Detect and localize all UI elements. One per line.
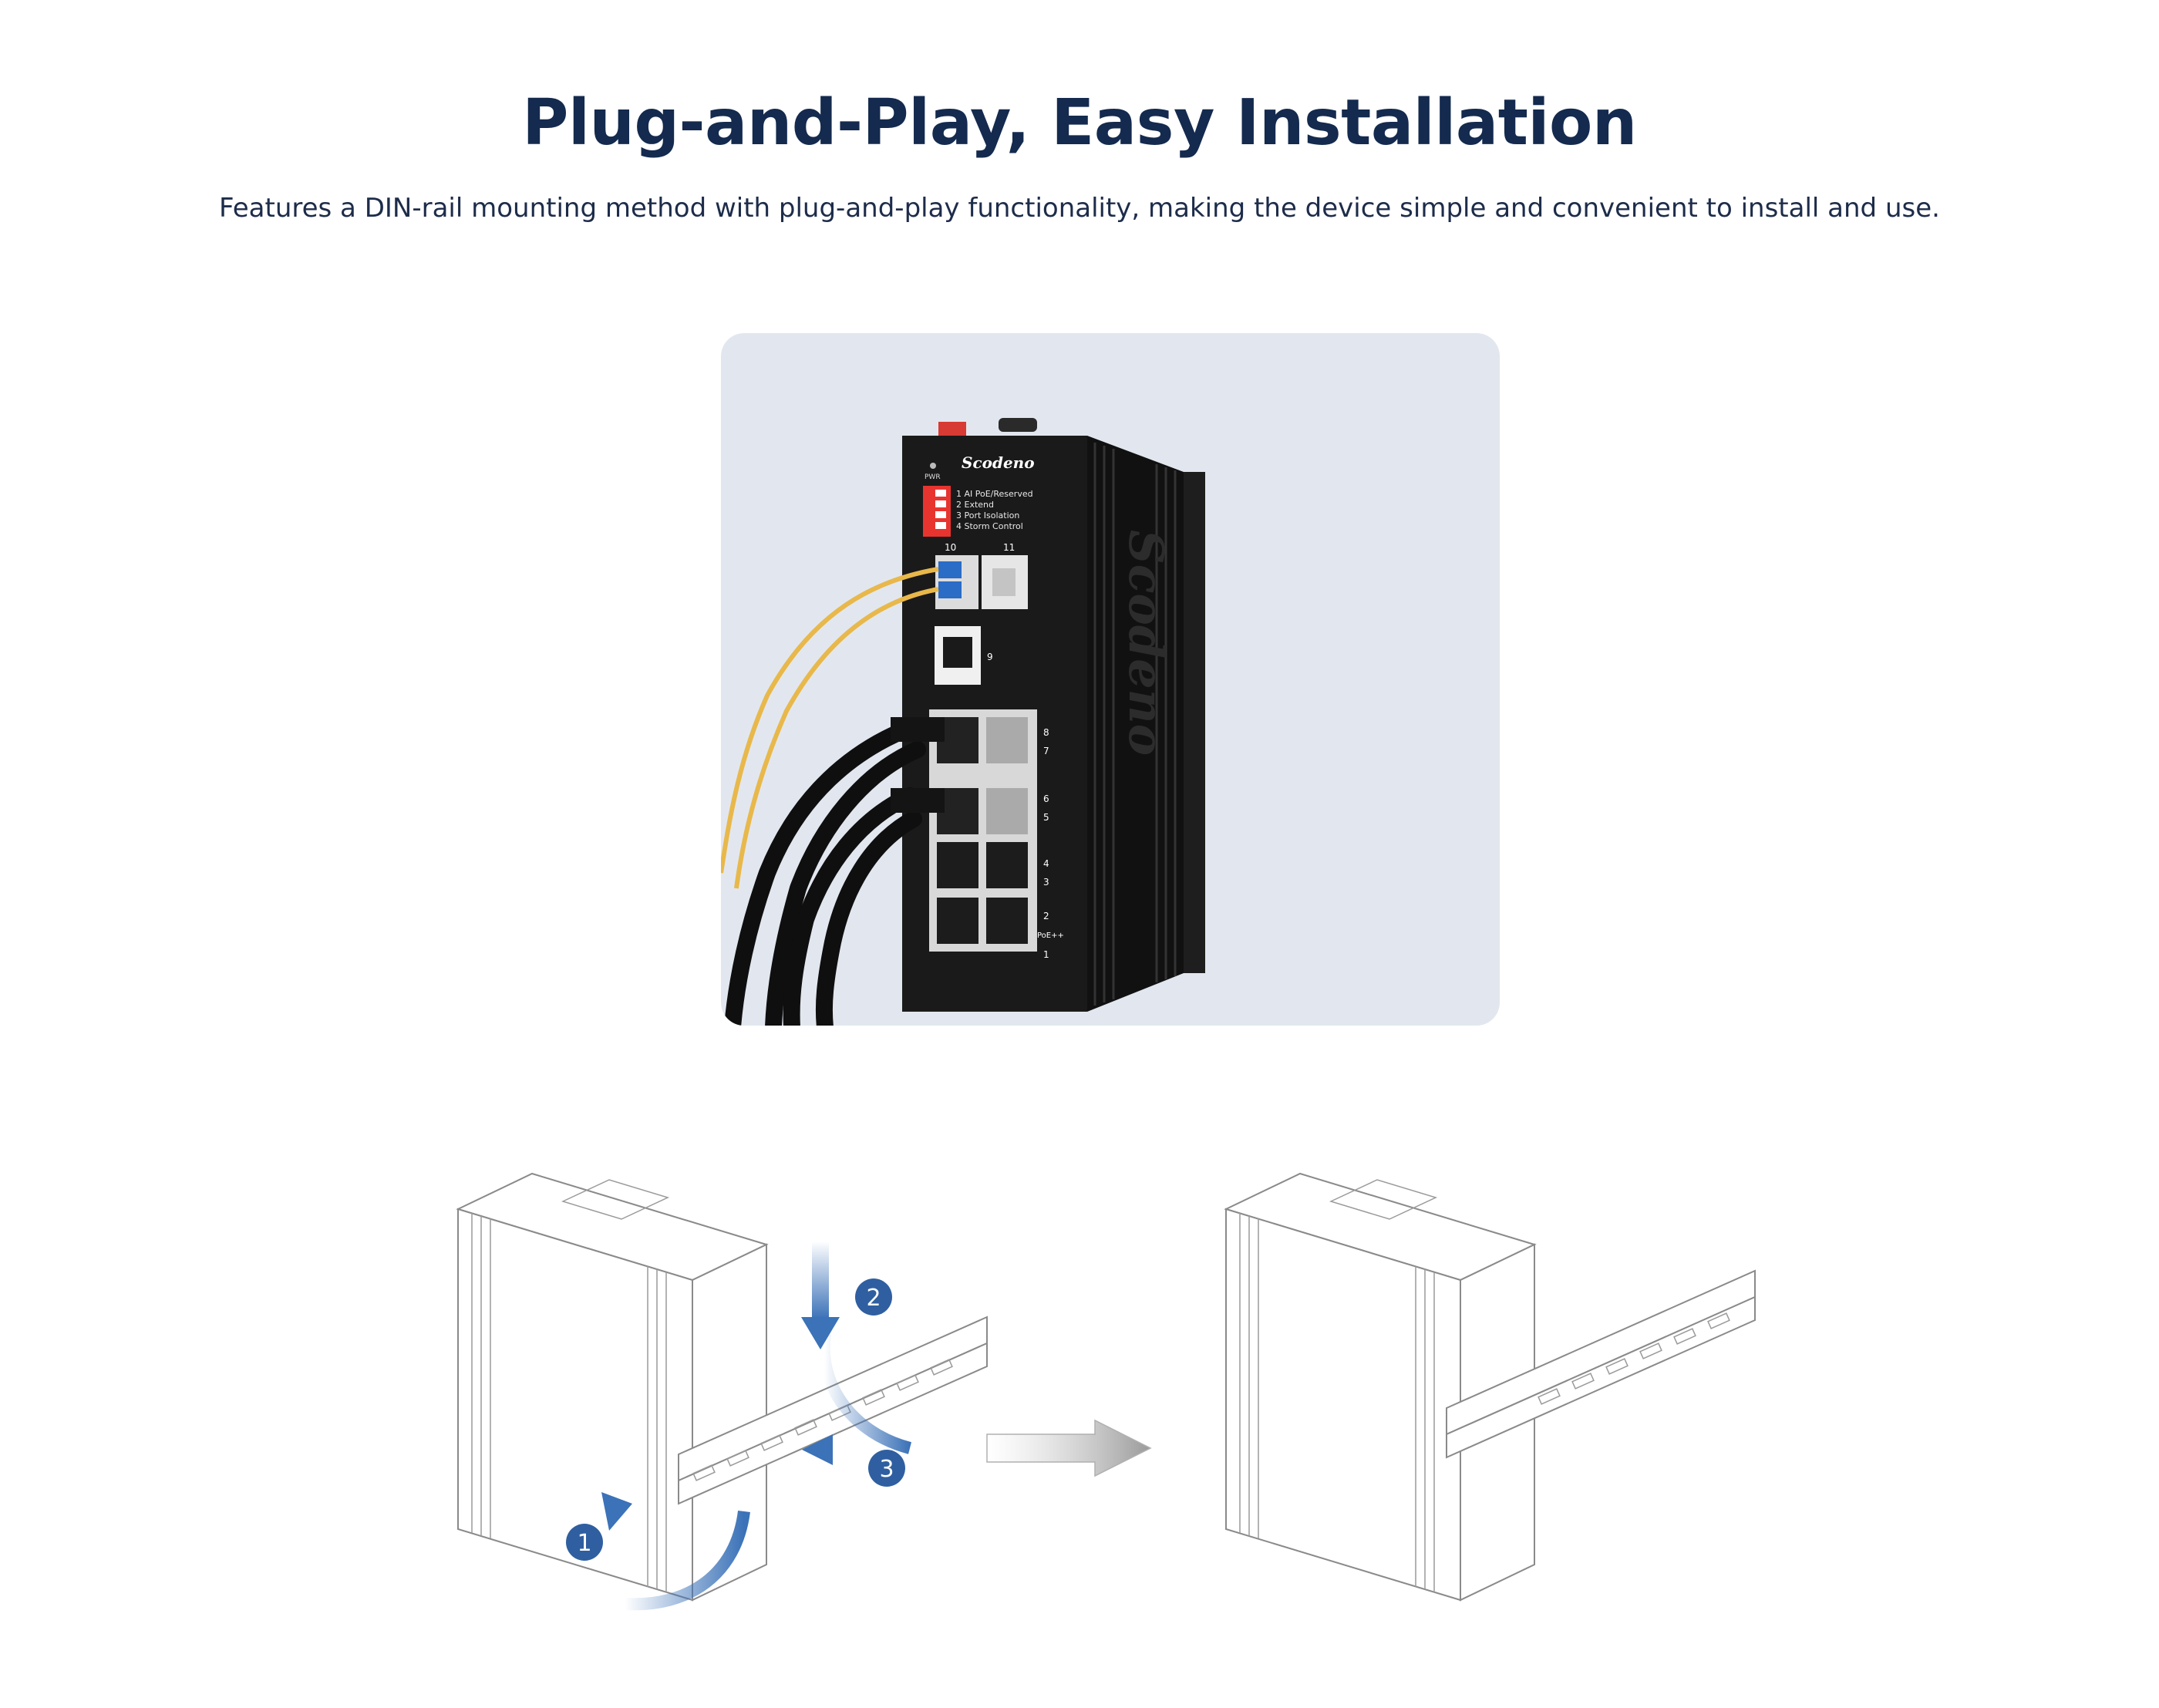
page-subtitle: Features a DIN-rail mounting method with… (219, 193, 1940, 224)
installation-steps-svg: 2 3 1 (456, 1172, 1756, 1611)
port-label-6: 6 (1043, 793, 1049, 804)
step2-number: 2 (866, 1285, 881, 1312)
device-side-panel (1087, 436, 1184, 1012)
step3-number: 3 (879, 1456, 894, 1483)
step2-arrow-shaft (812, 1241, 829, 1319)
port-label-3: 3 (1043, 877, 1049, 888)
pwr-led (930, 463, 936, 469)
poe-label: PoE++ (1037, 931, 1064, 940)
port-label-5: 5 (1043, 812, 1049, 823)
din-rail-slots-right (1538, 1312, 1730, 1405)
rj45-plug-6 (891, 788, 945, 813)
side-brand-text: Scodeno (1118, 530, 1174, 756)
port-label-1: 1 (1043, 949, 1049, 960)
step3-arrow-curve (817, 1332, 912, 1454)
port-label-8: 8 (1043, 727, 1049, 738)
heatsink-fins (1093, 443, 1177, 1006)
din-clip-top (999, 418, 1037, 432)
fiber-cable-a (721, 567, 939, 874)
port-label-4: 4 (1043, 858, 1049, 869)
dip-item-1: 1 AI PoE/Reserved (956, 489, 1033, 499)
din-clip-red (938, 422, 966, 437)
step2-badge (855, 1278, 892, 1316)
sfp-label-10: 10 (945, 542, 956, 553)
fiber-cable-b (734, 587, 939, 889)
port-label-2: 2 (1043, 911, 1049, 921)
page-title: Plug-and-Play, Easy Installation (522, 86, 1637, 160)
ethernet-cables (724, 718, 926, 1026)
device-outline-right (1224, 1172, 1537, 1602)
port-label-7: 7 (1043, 746, 1049, 756)
device-outline-left (456, 1172, 769, 1602)
step3-badge (868, 1450, 905, 1487)
product-photo-panel: Scodeno Scodeno PWR 1 AI PoE/Reserved 2 … (721, 333, 1500, 1026)
din-rail-right (1446, 1269, 1756, 1459)
din-rail-installation-diagram: 2 3 1 (0, 1141, 2159, 1619)
step1-arrow-curve (624, 1510, 750, 1611)
pwr-label: PWR (925, 473, 941, 481)
step1-number: 1 (577, 1530, 591, 1557)
transition-arrow (986, 1419, 1152, 1477)
step3-arrow-head (802, 1434, 833, 1465)
industrial-switch-illustration: Scodeno Scodeno PWR 1 AI PoE/Reserved 2 … (721, 418, 1205, 1026)
dip-item-3: 3 Port Isolation (956, 510, 1019, 520)
lc-connector-b (938, 581, 962, 598)
din-rail-slots-left (692, 1359, 953, 1481)
step1-badge (566, 1524, 603, 1561)
rj45-plug-8 (891, 717, 945, 742)
port-label-9: 9 (987, 652, 993, 662)
sfp-label-11: 11 (1003, 542, 1015, 553)
dip-item-2: 2 Extend (956, 500, 994, 510)
front-brand-text: Scodeno (962, 453, 1035, 472)
step2-arrow-head (801, 1317, 840, 1349)
step1-arrow-head (601, 1492, 632, 1531)
lc-connector-a (938, 561, 962, 578)
dip-item-4: 4 Storm Control (956, 521, 1023, 531)
